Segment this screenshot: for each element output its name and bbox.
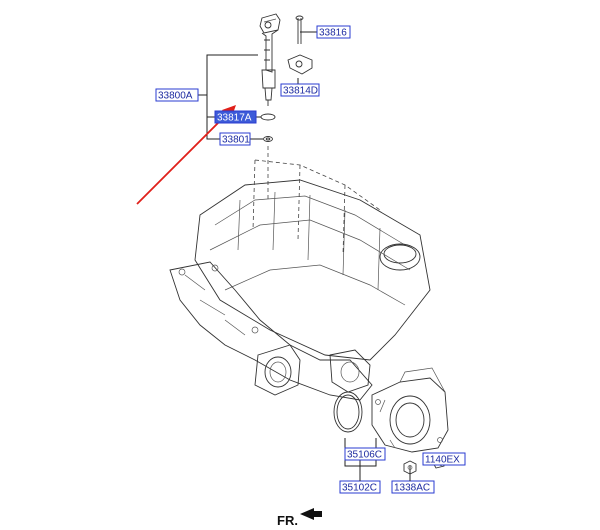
- part-label-33814D[interactable]: 33814D: [280, 83, 320, 97]
- part-label-text: 1338AC: [394, 483, 430, 494]
- part-label-33801[interactable]: 33801: [219, 132, 251, 146]
- part-label-1338AC[interactable]: 1338AC: [391, 480, 435, 494]
- part-label-text: 33817A: [217, 113, 252, 124]
- part-label-text: 35102C: [342, 483, 377, 494]
- cylinder-head-drawing: [169, 159, 431, 401]
- leader-lines: [198, 31, 442, 475]
- part-label-text: 33816: [319, 28, 347, 39]
- injector-drawing: [259, 13, 313, 200]
- part-label-33816[interactable]: 33816: [316, 25, 351, 39]
- part-label-text: 1140EX: [425, 455, 460, 466]
- part-label-35102C[interactable]: 35102C: [339, 480, 381, 494]
- part-label-1140EX[interactable]: 1140EX: [422, 452, 466, 466]
- front-direction-indicator: FR.: [277, 508, 322, 528]
- part-label-33817A[interactable]: 33817A: [214, 110, 257, 124]
- fr-label: FR.: [277, 513, 298, 528]
- part-label-35106C[interactable]: 35106C: [344, 447, 386, 461]
- part-label-text: 35106C: [347, 450, 382, 461]
- part-label-text: 33801: [222, 135, 250, 146]
- fr-arrow-icon: [300, 508, 322, 520]
- part-label-text: 33800A: [158, 91, 193, 102]
- part-label-text: 33814D: [283, 86, 318, 97]
- part-label-33800A[interactable]: 33800A: [155, 88, 199, 102]
